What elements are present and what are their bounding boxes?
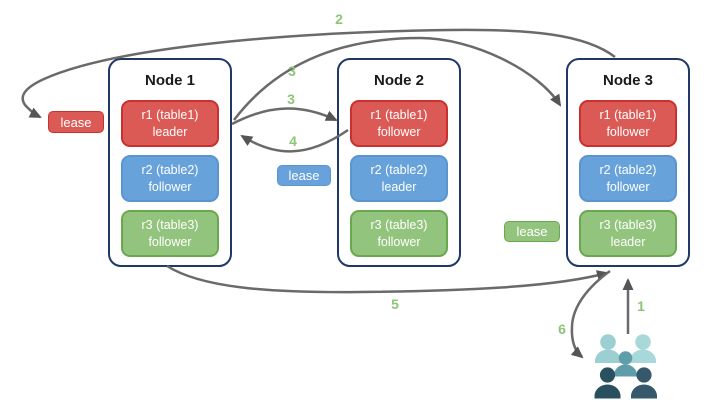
node-3-replica-r3: r3 (table3) leader	[579, 210, 677, 257]
node-3-replica-r2: r2 (table2) follower	[579, 155, 677, 202]
replica-role: follower	[148, 234, 192, 249]
node-2: Node 2 r1 (table1) follower r2 (table2) …	[337, 58, 461, 267]
node-2-replica-r3: r3 (table3) follower	[350, 210, 448, 257]
replica-role: leader	[381, 179, 417, 194]
replica-label: r1 (table1)	[141, 108, 199, 123]
replica-role: follower	[148, 179, 192, 194]
replica-role: follower	[606, 124, 650, 139]
node-2-replica-r1: r1 (table1) follower	[350, 100, 448, 147]
arrow-step-3-leader-to-node2-follower	[231, 107, 338, 126]
replica-role: follower	[377, 234, 421, 249]
node-1-title: Node 1	[144, 72, 195, 89]
replica-label: r3 (table3)	[370, 218, 428, 233]
node-3-replica-r1: r1 (table1) follower	[579, 100, 677, 147]
node-1-replica-r3: r3 (table3) follower	[121, 210, 219, 257]
replica-role: follower	[377, 124, 421, 139]
step-label-1: 1	[637, 298, 645, 314]
node-1: Node 1 r1 (table1) leader r2 (table2) fo…	[108, 58, 232, 267]
step-label-3b: 3	[287, 91, 295, 107]
replica-label: r2 (table2)	[370, 163, 428, 178]
replica-role: leader	[610, 234, 646, 249]
node-3: Node 3 r1 (table1) follower r2 (table2) …	[566, 58, 690, 267]
step-label-4: 4	[289, 133, 297, 149]
step-label-5: 5	[391, 296, 399, 312]
replica-label: r3 (table3)	[599, 218, 657, 233]
node-3-title: Node 3	[602, 72, 653, 89]
replica-label: r2 (table2)	[141, 163, 199, 178]
node-1-replica-r2: r2 (table2) follower	[121, 155, 219, 202]
arrow-step-5-node1-to-node3	[166, 264, 609, 294]
lease-badge-table2: lease	[277, 165, 331, 186]
node-2-title: Node 2	[373, 72, 424, 89]
replica-role: follower	[606, 179, 650, 194]
step-label-3a: 3	[288, 63, 296, 79]
users-group-icon	[594, 334, 657, 399]
replica-label: r2 (table2)	[599, 163, 657, 178]
step-label-6: 6	[558, 321, 566, 337]
step-label-2: 2	[335, 11, 343, 27]
replica-role: leader	[152, 124, 188, 139]
node-2-replica-r2: r2 (table2) leader	[350, 155, 448, 202]
lease-badge-table1: lease	[48, 111, 104, 133]
lease-badge-table3: lease	[504, 221, 560, 242]
replica-label: r1 (table1)	[599, 108, 657, 123]
replica-label: r1 (table1)	[370, 108, 428, 123]
replica-label: r3 (table3)	[141, 218, 199, 233]
node-1-replica-r1: r1 (table1) leader	[121, 100, 219, 147]
